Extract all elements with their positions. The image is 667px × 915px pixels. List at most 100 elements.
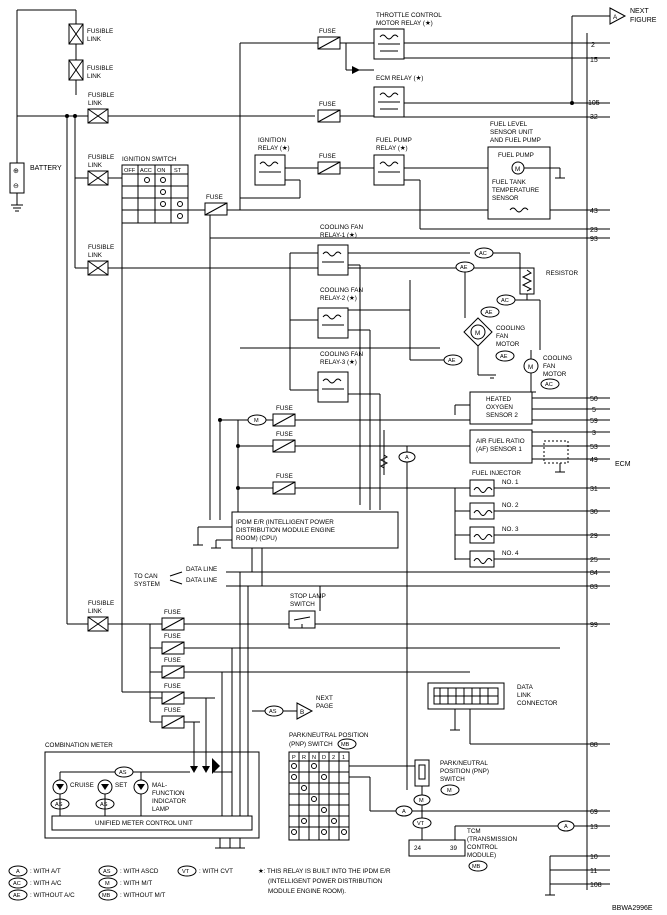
- svg-text:PAGE: PAGE: [316, 703, 333, 710]
- svg-text:VT: VT: [417, 821, 425, 827]
- heated-oxygen-sensor-2: HEATED OXYGEN SENSOR 2: [469, 391, 533, 425]
- svg-text:FUNCTION: FUNCTION: [152, 790, 185, 797]
- svg-text:CONNECTOR: CONNECTOR: [517, 700, 558, 707]
- svg-text:(AF) SENSOR 1: (AF) SENSOR 1: [476, 446, 522, 453]
- svg-text:SENSOR 2: SENSOR 2: [486, 412, 518, 419]
- ecm-pin: 105: [588, 100, 600, 107]
- svg-text:LINK: LINK: [87, 73, 102, 80]
- svg-text:TCM: TCM: [467, 828, 481, 835]
- svg-text:FUSE: FUSE: [319, 153, 336, 160]
- svg-text:RELAY-3 (★): RELAY-3 (★): [320, 359, 357, 366]
- ecm-pin: 23: [590, 227, 598, 234]
- cooling-fan-relay-3: COOLING FAN RELAY-3 (★): [317, 351, 363, 403]
- svg-text:NO. 1: NO. 1: [502, 479, 519, 486]
- svg-text:NO. 4: NO. 4: [502, 550, 519, 557]
- svg-text:DISTRIBUTION MODULE ENGINE: DISTRIBUTION MODULE ENGINE: [236, 527, 335, 534]
- can-data-lines: TO CAN SYSTEM DATA LINE DATA LINE: [134, 566, 217, 588]
- svg-text:P: P: [292, 755, 296, 761]
- svg-text:FUSE: FUSE: [276, 405, 293, 412]
- svg-text:FUSE: FUSE: [164, 633, 181, 640]
- svg-text:FUSIBLE: FUSIBLE: [88, 600, 114, 607]
- svg-text:M: M: [528, 364, 533, 371]
- svg-text:★: THIS RELAY IS BUILT INTO TH: ★: THIS RELAY IS BUILT INTO THE IPDM E/R: [258, 868, 391, 875]
- svg-text:LINK: LINK: [88, 608, 103, 615]
- svg-text:LINK: LINK: [517, 692, 532, 699]
- svg-text:B: B: [300, 709, 304, 716]
- footnote: ★: THIS RELAY IS BUILT INTO THE IPDM E/R…: [258, 868, 391, 895]
- next-figure-tag: A: [613, 14, 618, 21]
- ecm-block: ECM: [586, 33, 631, 890]
- svg-text:: WITH M/T: : WITH M/T: [120, 880, 152, 887]
- svg-text:AE: AE: [460, 265, 468, 271]
- svg-text:SET: SET: [115, 782, 127, 789]
- ecm-pin: 50: [590, 396, 598, 403]
- svg-text:FUEL INJECTOR: FUEL INJECTOR: [472, 470, 521, 477]
- svg-text:FUSE: FUSE: [164, 683, 181, 690]
- air-fuel-ratio-sensor-1: AIR FUEL RATIO (AF) SENSOR 1: [469, 429, 569, 464]
- next-figure-label: FIGURE: [630, 17, 657, 24]
- svg-text:COOLING FAN: COOLING FAN: [320, 287, 363, 294]
- svg-text:OFF: OFF: [124, 168, 136, 174]
- svg-text:FUEL PUMP: FUEL PUMP: [376, 137, 412, 144]
- svg-text:ECM RELAY (★): ECM RELAY (★): [376, 75, 423, 82]
- svg-text:MOTOR RELAY (★): MOTOR RELAY (★): [376, 20, 433, 27]
- ecm-pin: 32: [590, 114, 598, 121]
- svg-text:AS: AS: [100, 802, 108, 808]
- svg-text:LAMP: LAMP: [152, 806, 169, 813]
- svg-text:DATA LINE: DATA LINE: [186, 577, 217, 584]
- svg-text:FUSIBLE: FUSIBLE: [88, 244, 114, 251]
- next-page-marker: AS B NEXT PAGE: [264, 695, 333, 720]
- throttle-control-motor-relay: THROTTLE CONTROL MOTOR RELAY (★): [373, 12, 442, 60]
- svg-text:HEATED: HEATED: [486, 396, 512, 403]
- svg-text:FUEL TANK: FUEL TANK: [492, 179, 527, 186]
- svg-text:N: N: [312, 755, 316, 761]
- ecm-pin: 59: [590, 418, 598, 425]
- tag-a: A: [398, 451, 416, 463]
- ignition-switch-label: IGNITION SWITCH: [122, 156, 177, 163]
- svg-text:AE: AE: [13, 893, 21, 899]
- svg-text:COOLING FAN: COOLING FAN: [320, 224, 363, 231]
- svg-text:STOP LAMP: STOP LAMP: [290, 593, 326, 600]
- tag-vt: VT: [412, 817, 432, 829]
- svg-text:FUSIBLE: FUSIBLE: [87, 65, 113, 72]
- svg-text:AE: AE: [485, 310, 493, 316]
- svg-text:RELAY (★): RELAY (★): [258, 145, 290, 152]
- ecm-pin: 30: [590, 509, 598, 516]
- svg-text:TO CAN: TO CAN: [134, 573, 158, 580]
- svg-text:MOTOR: MOTOR: [496, 341, 520, 348]
- ecm-pin: 2: [591, 42, 595, 49]
- svg-text:SENSOR: SENSOR: [492, 195, 519, 202]
- fuse: FUSE: [317, 28, 341, 50]
- svg-text:FAN: FAN: [543, 363, 556, 370]
- ecm-pin: 13: [590, 824, 598, 831]
- svg-text:FUSE: FUSE: [164, 707, 181, 714]
- svg-text:AS: AS: [119, 770, 127, 776]
- svg-text:CONTROL: CONTROL: [467, 844, 498, 851]
- figure-code: BBWA2996E: [612, 905, 653, 912]
- svg-text:A: A: [564, 824, 568, 830]
- svg-text:FUSE: FUSE: [164, 657, 181, 664]
- svg-text:NEXT: NEXT: [316, 695, 333, 702]
- svg-text:M: M: [515, 166, 520, 173]
- svg-text:AE: AE: [500, 354, 508, 360]
- combination-meter: COMBINATION METER CRUISE AS SET AS AS MA…: [44, 742, 260, 839]
- svg-text:: WITH ASCD: : WITH ASCD: [120, 868, 159, 875]
- svg-text:FUSE: FUSE: [276, 473, 293, 480]
- ecm-pin: 84: [590, 570, 598, 577]
- fuel-pump-relay: FUEL PUMP RELAY (★): [373, 137, 412, 186]
- svg-text:NO. 3: NO. 3: [502, 526, 519, 533]
- ecm-pin: 15: [590, 57, 598, 64]
- fuse: FUSE: [272, 431, 296, 453]
- svg-text:2: 2: [332, 755, 335, 761]
- svg-text:RELAY (★): RELAY (★): [376, 145, 408, 152]
- svg-text:POSITION (PNP): POSITION (PNP): [440, 768, 489, 775]
- ecm-pin: 88: [590, 742, 598, 749]
- svg-text:THROTTLE CONTROL: THROTTLE CONTROL: [376, 12, 442, 19]
- svg-text:R: R: [302, 755, 306, 761]
- svg-text:M: M: [475, 330, 480, 337]
- svg-text:MOTOR: MOTOR: [543, 371, 567, 378]
- svg-text:DATA LINE: DATA LINE: [186, 566, 217, 573]
